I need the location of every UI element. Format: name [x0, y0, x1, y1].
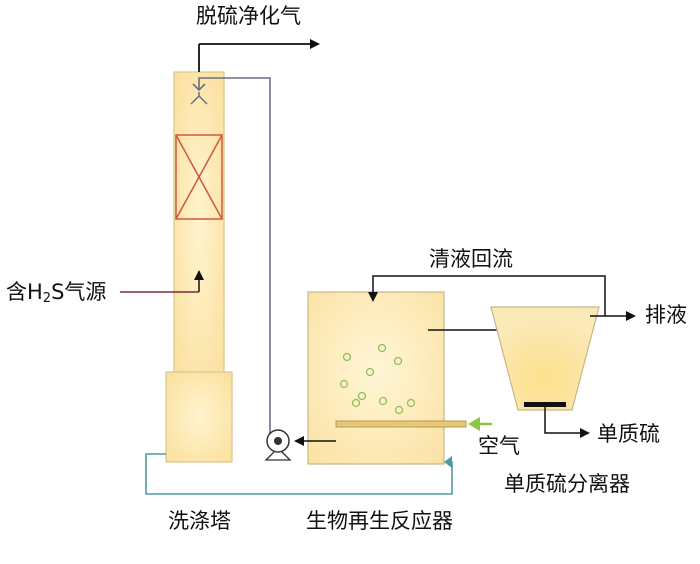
elemental-sulfur-label: 单质硫 [597, 422, 660, 446]
h2s-source-label: 含H2S气源 [6, 280, 107, 306]
pump-icon [264, 429, 292, 461]
scrubber-label: 洗涤塔 [168, 509, 231, 533]
liquid-reflux-label: 清液回流 [429, 247, 513, 271]
return-line [145, 453, 453, 495]
air-bubbles [339, 343, 416, 415]
air-inlet-arrow [468, 417, 492, 431]
spray-nozzle-icon [190, 92, 208, 105]
circulation-line [192, 77, 271, 440]
h2s-prefix: 含H [6, 280, 43, 304]
clean-gas-outlet-arrow [198, 39, 320, 72]
h2s-suffix: S气源 [51, 280, 107, 304]
liquid-reflux-line [368, 275, 606, 316]
air-label: 空气 [478, 434, 520, 458]
bioreactor-label: 生物再生反应器 [306, 509, 453, 533]
packing-section [175, 134, 223, 220]
bioreactor [307, 291, 467, 465]
clean-gas-label: 脱硫净化气 [196, 4, 301, 28]
sulfur-separator [490, 306, 600, 411]
sulfur-outlet-line [544, 407, 590, 438]
air-sparger [335, 420, 467, 428]
h2s-subscript: 2 [42, 291, 52, 306]
sulfur-separator-label: 单质硫分离器 [504, 472, 630, 496]
sulfur-outlet-bar [524, 402, 566, 407]
scrubber-tower [165, 71, 233, 463]
discharge-label: 排液 [645, 303, 687, 327]
